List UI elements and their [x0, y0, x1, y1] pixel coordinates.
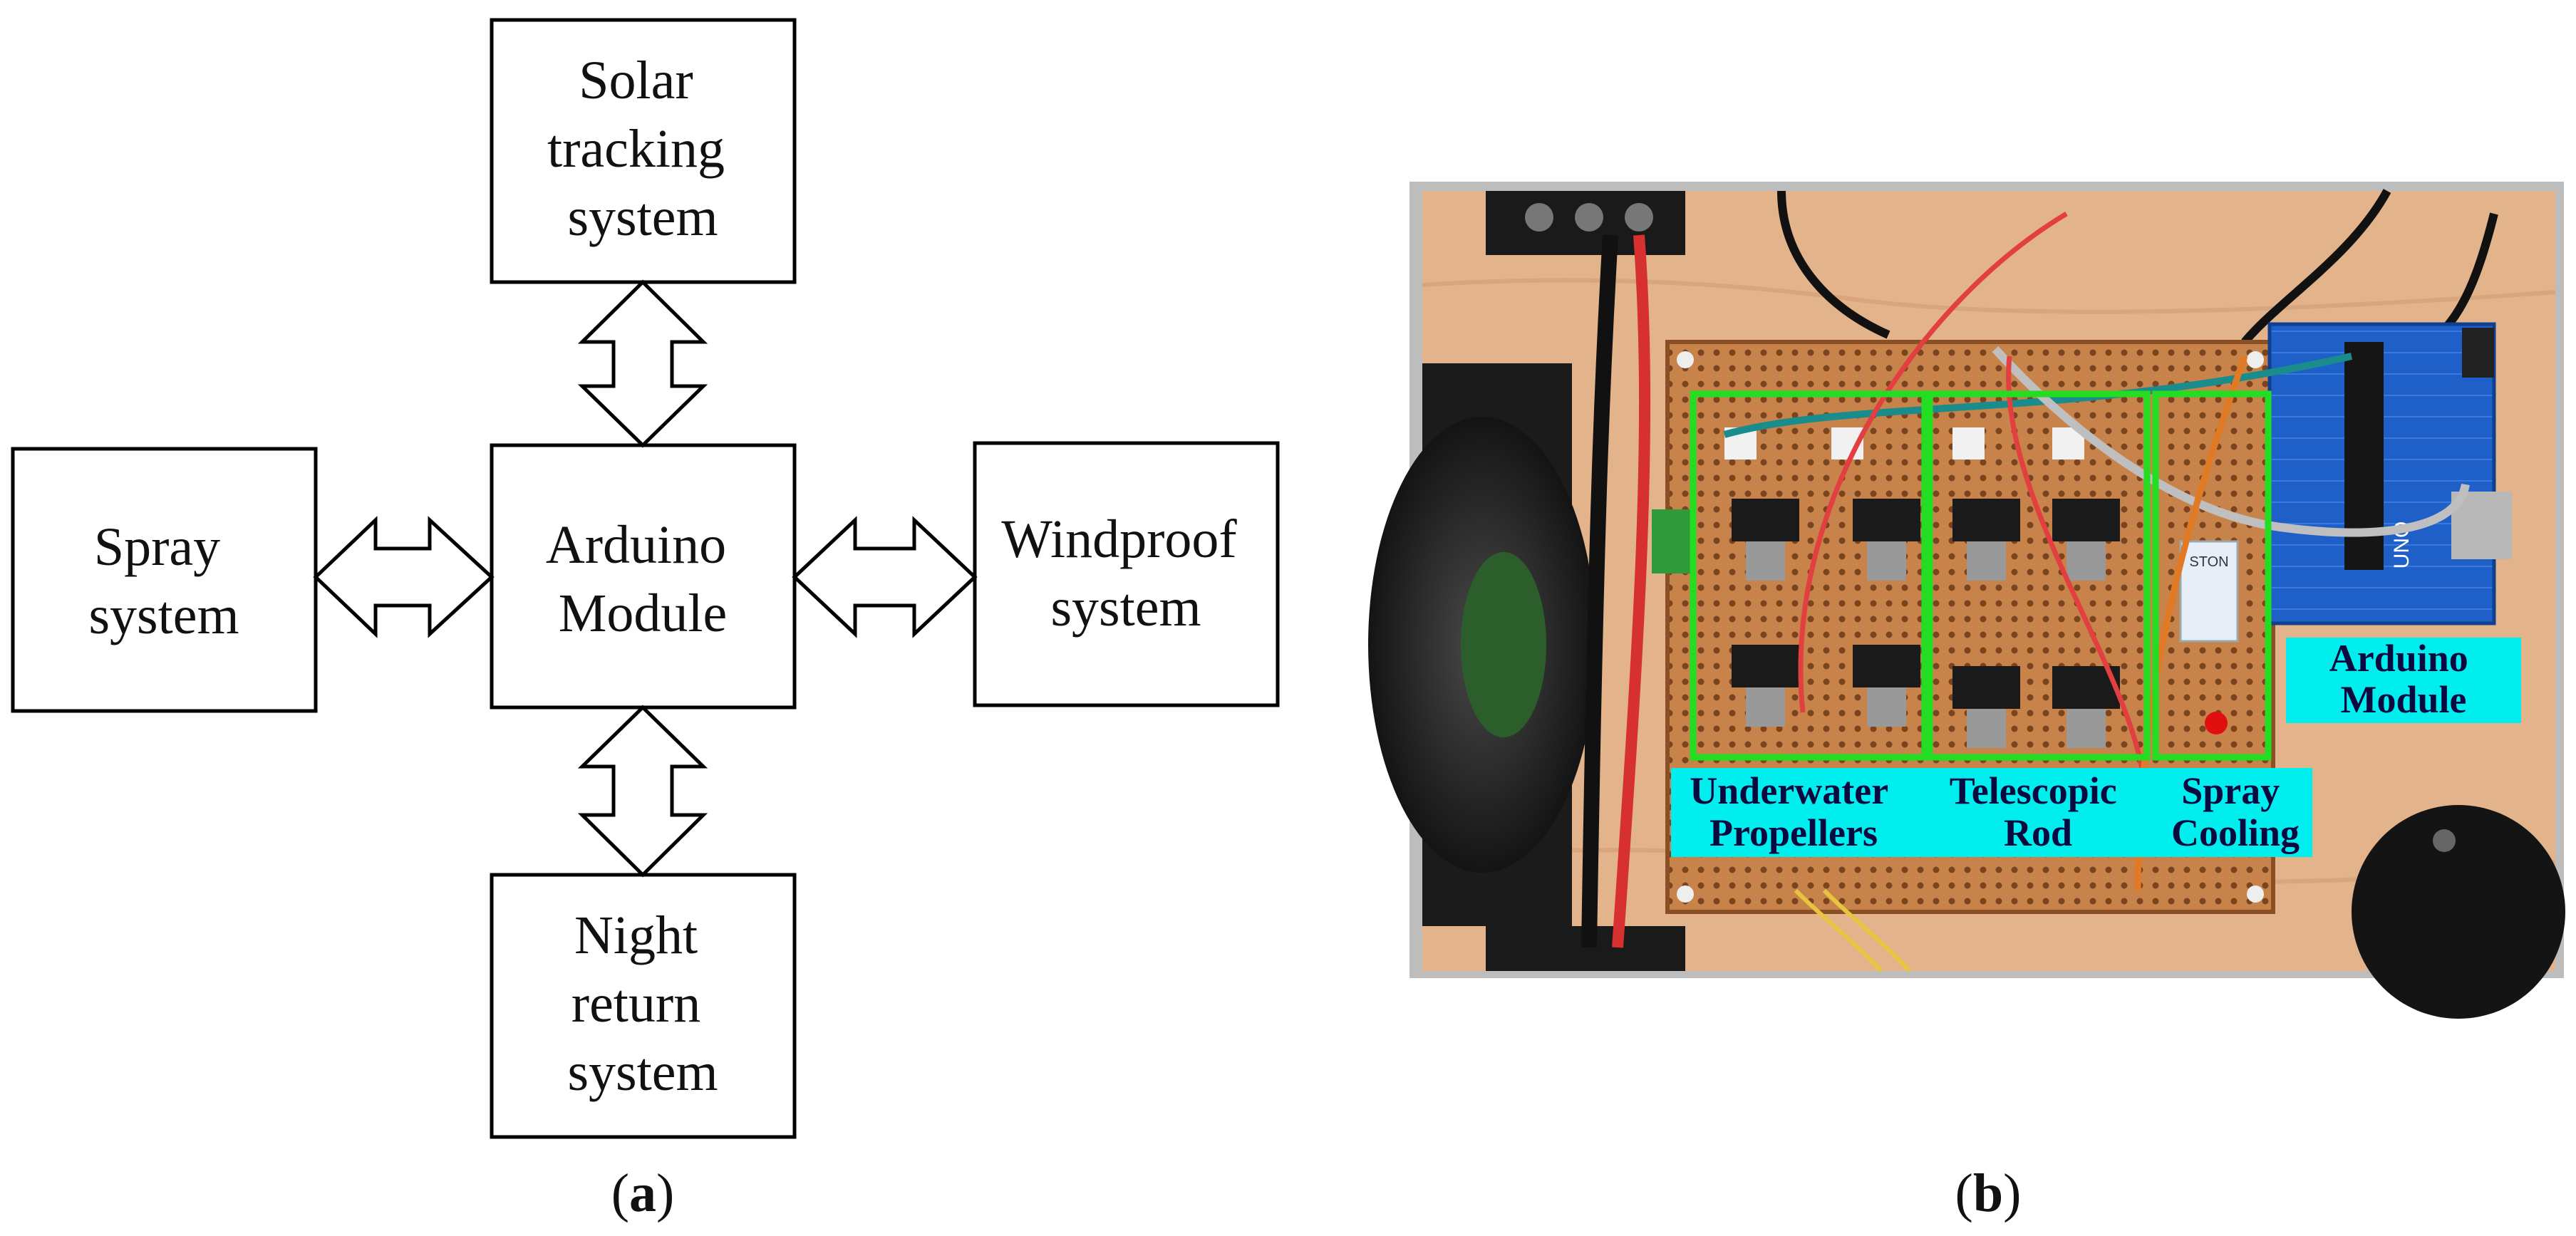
solar-line-3: system: [567, 187, 718, 247]
telescopic-rod-highlight: [1926, 390, 2151, 761]
mounting-bracket: [2352, 805, 2565, 1019]
telescopic-line-2: Rod: [2004, 811, 2072, 854]
night-line-3: system: [567, 1042, 718, 1102]
underwater-propellers-highlight: [1690, 390, 1928, 761]
spray-label-line-2: Cooling: [2171, 811, 2300, 854]
spray-system-label: Spray system: [88, 517, 239, 645]
electronic-components: [1724, 427, 2228, 748]
arduino-line-2: Module: [559, 583, 727, 643]
arduino-label-line-1: Arduino: [2329, 637, 2468, 680]
windproof-system-label: Windproof system: [1001, 509, 1250, 638]
block-diagram: Solar tracking system Arduino Module Spr…: [11, 18, 1280, 1223]
arduino-label-line-2: Module: [2340, 678, 2466, 721]
arduino-label-bg: [2286, 638, 2521, 723]
top-double-arrow: [577, 279, 708, 448]
night-line-2: return: [571, 974, 700, 1034]
solar-tracking-box: [490, 18, 797, 284]
green-terminal: [1652, 509, 1691, 573]
telescopic-label-bg: [1917, 768, 2159, 857]
relay-text: STON: [2189, 554, 2228, 570]
underwater-line-2: Propellers: [1709, 811, 1878, 854]
underwater-label-bg: [1671, 768, 1917, 857]
night-return-box: [490, 873, 797, 1139]
caption-b: (b): [1955, 1163, 2022, 1223]
arduino-module-photo-label: Arduino Module: [2329, 637, 2478, 721]
left-double-arrow: [313, 516, 495, 638]
arduino-module-box: [490, 443, 797, 710]
telescopic-line-1: Telescopic: [1950, 769, 2117, 812]
spray-label-bg: [2159, 768, 2312, 857]
hardware-photo: UNO STON Underwater Propellers Telescopi…: [1368, 182, 2565, 1223]
solar-line-2: tracking: [547, 119, 725, 179]
solar-line-1: Solar: [579, 51, 693, 110]
solar-tracking-label: Solar tracking system: [547, 51, 738, 247]
spray-line-1: Spray: [94, 517, 220, 577]
windproof-system-box: [973, 441, 1280, 707]
spray-cooling-label: Spray Cooling: [2171, 769, 2300, 854]
spray-label-line-1: Spray: [2181, 769, 2280, 812]
relay-module: [2179, 540, 2239, 643]
underwater-propellers-label: Underwater Propellers: [1690, 769, 1897, 854]
arduino-line-1: Arduino: [546, 515, 726, 575]
spray-system-box: [11, 447, 318, 713]
right-double-arrow: [792, 516, 978, 638]
spray-cooling-highlight: [2152, 390, 2272, 761]
underwater-line-1: Underwater: [1690, 769, 1888, 812]
bottom-double-arrow: [577, 705, 708, 878]
telescopic-rod-label: Telescopic Rod: [1950, 769, 2126, 854]
night-return-label: Night return system: [567, 905, 718, 1102]
arduino-module-label: Arduino Module: [546, 515, 740, 643]
spray-line-2: system: [88, 586, 239, 645]
windproof-line-2: system: [1050, 578, 1201, 638]
caption-a: (a): [611, 1163, 675, 1223]
windproof-line-1: Windproof: [1001, 509, 1237, 569]
night-line-1: Night: [574, 905, 698, 965]
